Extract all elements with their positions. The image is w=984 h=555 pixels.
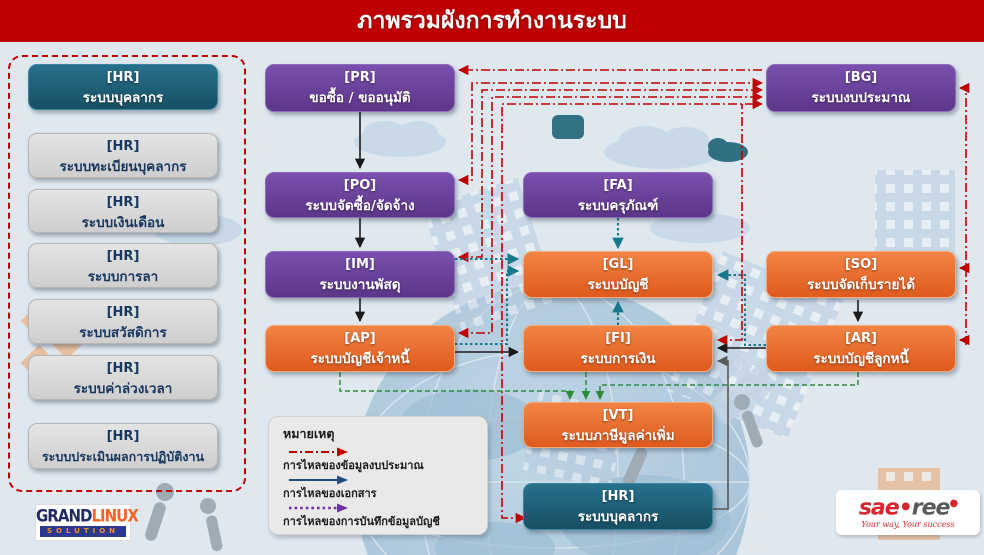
node-code: [SO] <box>844 257 878 272</box>
legend-item-budget: การไหลของข้อมูลงบประมาณ <box>283 446 487 473</box>
legend-label: การไหลของข้อมูลงบประมาณ <box>283 459 424 472</box>
node-vt: [VT] ระบบภาษีมูลค่าเพิ่ม <box>523 402 713 448</box>
budget-flow-arrow-icon <box>289 447 348 457</box>
node-code: [AR] <box>845 331 877 346</box>
hr-group-panel <box>8 55 246 492</box>
title-bar: ภาพรวมผังการทำงานระบบ <box>0 0 984 42</box>
accounting-flow-lines <box>455 218 766 347</box>
node-hr-evaluation: [HR] ระบบประเมินผลการปฏิบัติงาน <box>28 423 218 469</box>
node-label: ระบบบัญชีลูกหนี้ <box>813 351 909 367</box>
grandlinux-logo: GRANDLINUX SOLUTION <box>35 504 139 541</box>
node-code: [HR] <box>106 305 140 320</box>
legend: หมายเหตุ การไหลของข้อมูลงบประมาณ การไหลข… <box>268 416 488 535</box>
node-code: [VT] <box>602 408 634 423</box>
node-code: [HR] <box>106 70 140 85</box>
node-so: [SO] ระบบจัดเก็บรายได้ <box>766 251 956 298</box>
saeree-part2: ree <box>911 495 951 521</box>
page-title: ภาพรวมผังการทำงานระบบ <box>357 8 627 34</box>
node-fi: [FI] ระบบการเงิน <box>523 325 713 372</box>
budget-flow-lines <box>457 64 970 524</box>
node-code: [GL] <box>602 257 634 272</box>
node-po: [PO] ระบบจัดซื้อ/จัดจ้าง <box>265 172 455 218</box>
legend-item-document: การไหลของเอกสาร <box>283 474 487 501</box>
node-code: [PR] <box>344 70 376 85</box>
node-label: ระบบสวัสดิการ <box>79 325 167 341</box>
node-label: ระบบจัดซื้อ/จัดจ้าง <box>305 198 415 214</box>
node-hr-bottom: [HR] ระบบบุคลากร <box>523 483 713 530</box>
legend-label: การไหลของการบันทึกข้อมูลบัญชี <box>283 515 440 528</box>
node-fa: [FA] ระบบครุภัณฑ์ <box>523 172 713 218</box>
node-label: ระบบงบประมาณ <box>811 90 911 106</box>
saeree-tagline: Your way, Your success <box>861 520 955 530</box>
saeree-logo: sae•ree● Your way, Your success <box>836 490 980 535</box>
document-flow-arrow-icon <box>289 475 348 485</box>
saeree-dot: • <box>898 495 913 521</box>
node-hr-main: [HR] ระบบบุคลากร <box>28 64 218 110</box>
node-label: ระบบจัดเก็บรายได้ <box>807 277 915 293</box>
node-label: ระบบบัญชีเจ้าหนี้ <box>310 351 410 367</box>
node-hr-overtime: [HR] ระบบค่าล่วงเวลา <box>28 355 218 400</box>
node-label: ระบบบัญชี <box>587 277 649 293</box>
node-code: [HR] <box>106 429 140 444</box>
legend-label: การไหลของเอกสาร <box>283 487 377 500</box>
node-code: [AP] <box>344 331 376 346</box>
grandlinux-word1: GRAND <box>36 505 92 527</box>
node-hr-leave: [HR] ระบบการลา <box>28 243 218 288</box>
node-code: [HR] <box>106 139 140 154</box>
node-label: ขอซื้อ / ขออนุมัติ <box>309 90 411 106</box>
node-code: [PO] <box>343 178 377 193</box>
legend-item-accounting: การไหลของการบันทึกข้อมูลบัญชี <box>283 502 487 529</box>
node-label: ระบบการเงิน <box>580 351 656 367</box>
grandlinux-word2: LINUX <box>91 505 138 527</box>
node-code: [BG] <box>844 70 878 85</box>
node-label: ระบบการลา <box>87 269 159 285</box>
node-bg: [BG] ระบบงบประมาณ <box>766 64 956 112</box>
node-label: ระบบประเมินผลการปฏิบัติงาน <box>41 449 205 464</box>
node-label: ระบบบุคลากร <box>82 90 164 106</box>
node-pr: [PR] ขอซื้อ / ขออนุมัติ <box>265 64 455 112</box>
node-label: ระบบบุคลากร <box>577 509 659 525</box>
node-code: [HR] <box>601 489 635 504</box>
node-code: [HR] <box>106 249 140 264</box>
node-gl: [GL] ระบบบัญชี <box>523 251 713 298</box>
node-ap: [AP] ระบบบัญชีเจ้าหนี้ <box>265 325 455 372</box>
node-ar: [AR] ระบบบัญชีลูกหนี้ <box>766 325 956 372</box>
node-code: [HR] <box>106 361 140 376</box>
legend-title: หมายเหตุ <box>283 426 335 441</box>
node-label: ระบบค่าล่วงเวลา <box>73 381 173 397</box>
node-label: ระบบเงินเดือน <box>81 215 165 231</box>
node-code: [FA] <box>603 178 633 193</box>
grandlinux-subtitle: SOLUTION <box>40 526 126 537</box>
node-label: ระบบทะเบียนบุคลากร <box>59 159 187 175</box>
node-code: [FI] <box>605 331 631 346</box>
node-im: [IM] ระบบงานพัสดุ <box>265 251 455 298</box>
accounting-flow-arrow-icon <box>289 503 348 513</box>
vat-flow-lines <box>339 372 859 400</box>
saeree-part1: sae <box>858 495 900 521</box>
node-hr-register: [HR] ระบบทะเบียนบุคลากร <box>28 133 218 178</box>
node-code: [HR] <box>106 195 140 210</box>
node-label: ระบบครุภัณฑ์ <box>577 198 659 214</box>
node-label: ระบบงานพัสดุ <box>319 277 401 293</box>
node-label: ระบบภาษีมูลค่าเพิ่ม <box>561 428 675 444</box>
saeree-mark-icon: ● <box>949 498 958 509</box>
node-hr-welfare: [HR] ระบบสวัสดิการ <box>28 299 218 344</box>
node-hr-payroll: [HR] ระบบเงินเดือน <box>28 189 218 233</box>
node-code: [IM] <box>345 257 375 272</box>
